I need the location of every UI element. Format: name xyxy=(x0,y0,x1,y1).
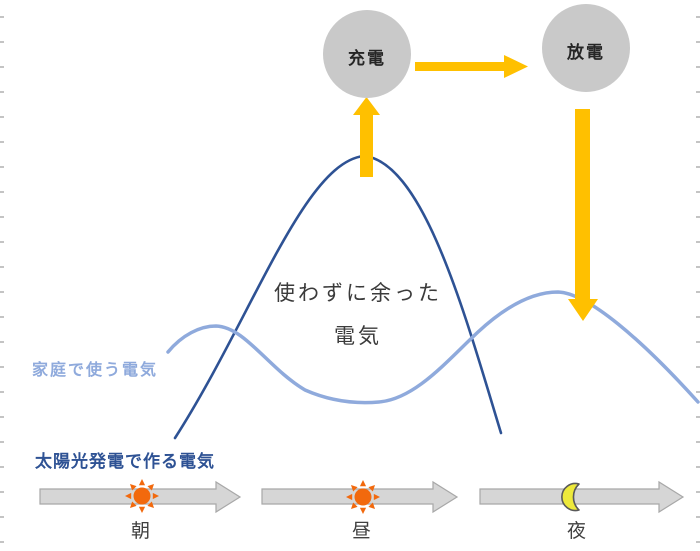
sun-icon xyxy=(125,479,159,513)
surplus-annotation: 使わずに余った 電気 xyxy=(248,272,468,358)
charge-node-circle xyxy=(323,10,411,98)
moon-icon xyxy=(561,482,580,512)
surplus-annotation-line1: 使わずに余った xyxy=(274,282,442,305)
discharge-to-home-arrow xyxy=(568,109,598,321)
sun-icon xyxy=(346,480,380,514)
timeline-label-night: 夜 xyxy=(566,521,587,542)
charge-to-discharge-arrow xyxy=(415,55,528,78)
surplus-to-charge-arrow xyxy=(353,97,380,177)
timeline-arrow-night xyxy=(479,480,685,514)
charge-node-label: 充電 xyxy=(348,49,386,68)
discharge-node-label: 放電 xyxy=(567,43,605,62)
timeline-label-noon: 昼 xyxy=(351,521,372,542)
discharge-node-circle xyxy=(542,4,630,92)
home-usage-curve xyxy=(166,290,700,405)
home-usage-label: 家庭で使う電気 xyxy=(32,362,159,379)
solar-generation-label: 太陽光発電で作る電気 xyxy=(35,452,215,471)
timeline-label-morning: 朝 xyxy=(130,521,151,542)
surplus-annotation-line2: 電気 xyxy=(334,325,382,348)
